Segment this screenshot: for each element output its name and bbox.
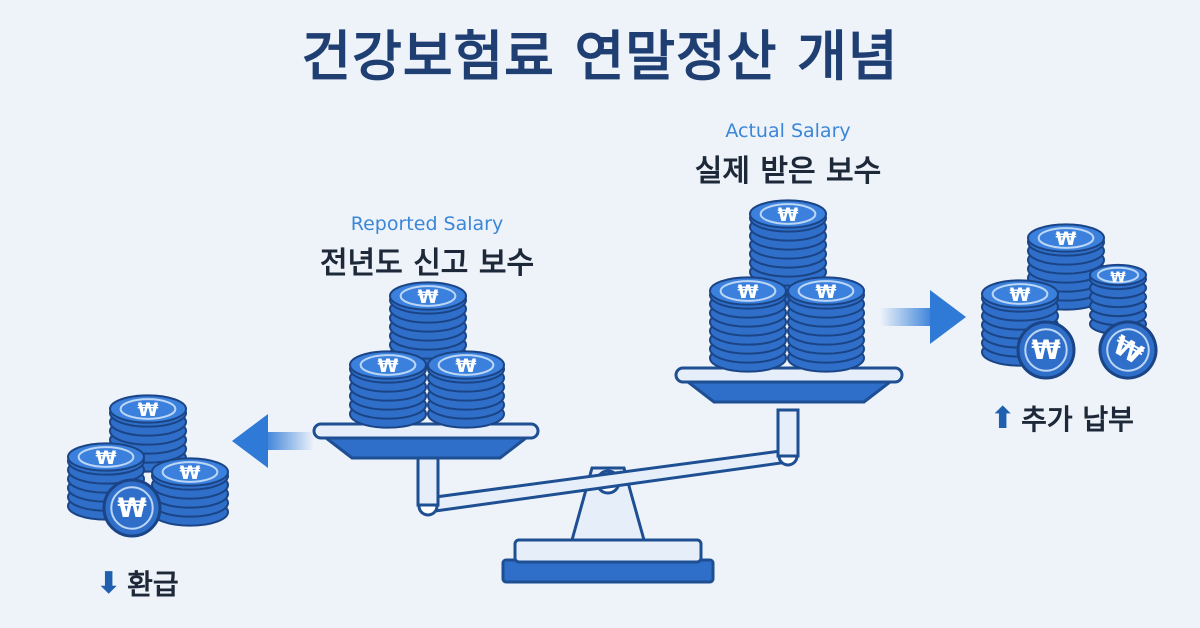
right-arrow-icon <box>880 290 966 344</box>
actual-salary-en-label: Actual Salary <box>725 120 851 142</box>
additional-tilted-coin-icon: ₩ <box>1098 320 1158 380</box>
won-coin-icon: ₩ <box>738 281 759 303</box>
up-arrow-icon: ⬆ <box>990 400 1016 436</box>
refund-won-coin-icon: ₩ <box>102 478 162 538</box>
reported-coin-stack-top: ₩ <box>389 281 467 369</box>
svg-text:₩: ₩ <box>117 493 146 524</box>
actual-coin-stack-left: ₩ <box>709 276 787 373</box>
reported-salary-ko-label: 전년도 신고 보수 <box>319 246 535 281</box>
reported-coin-stack-left: ₩ <box>349 350 427 429</box>
left-pan <box>312 422 540 460</box>
won-coin-icon: ₩ <box>1056 228 1077 250</box>
actual-salary-ko-label: 실제 받은 보수 <box>694 154 882 189</box>
won-coin-icon: ₩ <box>138 399 159 421</box>
additional-payment-text: 추가 납부 <box>1021 403 1134 436</box>
reported-salary-en-label: Reported Salary <box>350 213 504 235</box>
won-coin-icon: ₩ <box>456 355 477 377</box>
refund-coin-stack-front-right: ₩ <box>151 457 229 527</box>
won-coin-icon: ₩ <box>180 462 201 484</box>
refund-coin-stack-back: ₩ <box>109 394 187 473</box>
won-coin-icon: ₩ <box>1110 270 1126 286</box>
left-arrow-icon <box>232 414 314 468</box>
actual-coin-stack-right: ₩ <box>787 276 865 373</box>
additional-won-coin-icon: ₩ <box>1016 320 1076 380</box>
svg-text:₩: ₩ <box>1031 335 1060 366</box>
won-coin-icon: ₩ <box>96 447 117 469</box>
right-pan <box>674 366 904 404</box>
won-coin-icon: ₩ <box>1010 284 1031 306</box>
additional-payment-label: ⬆ 추가 납부 <box>990 398 1134 438</box>
down-arrow-icon: ⬇ <box>96 565 122 601</box>
reported-coin-stack-right: ₩ <box>427 350 505 429</box>
refund-text: 환급 <box>127 568 179 601</box>
refund-label: ⬇ 환급 <box>96 563 179 603</box>
won-coin-icon: ₩ <box>816 281 837 303</box>
scale-beam <box>416 408 800 517</box>
actual-coin-stack-top: ₩ <box>749 199 827 305</box>
won-coin-icon: ₩ <box>378 355 399 377</box>
page-title: 건강보험료 연말정산 개념 <box>301 25 899 88</box>
won-coin-icon: ₩ <box>778 204 799 226</box>
won-coin-icon: ₩ <box>418 286 439 308</box>
